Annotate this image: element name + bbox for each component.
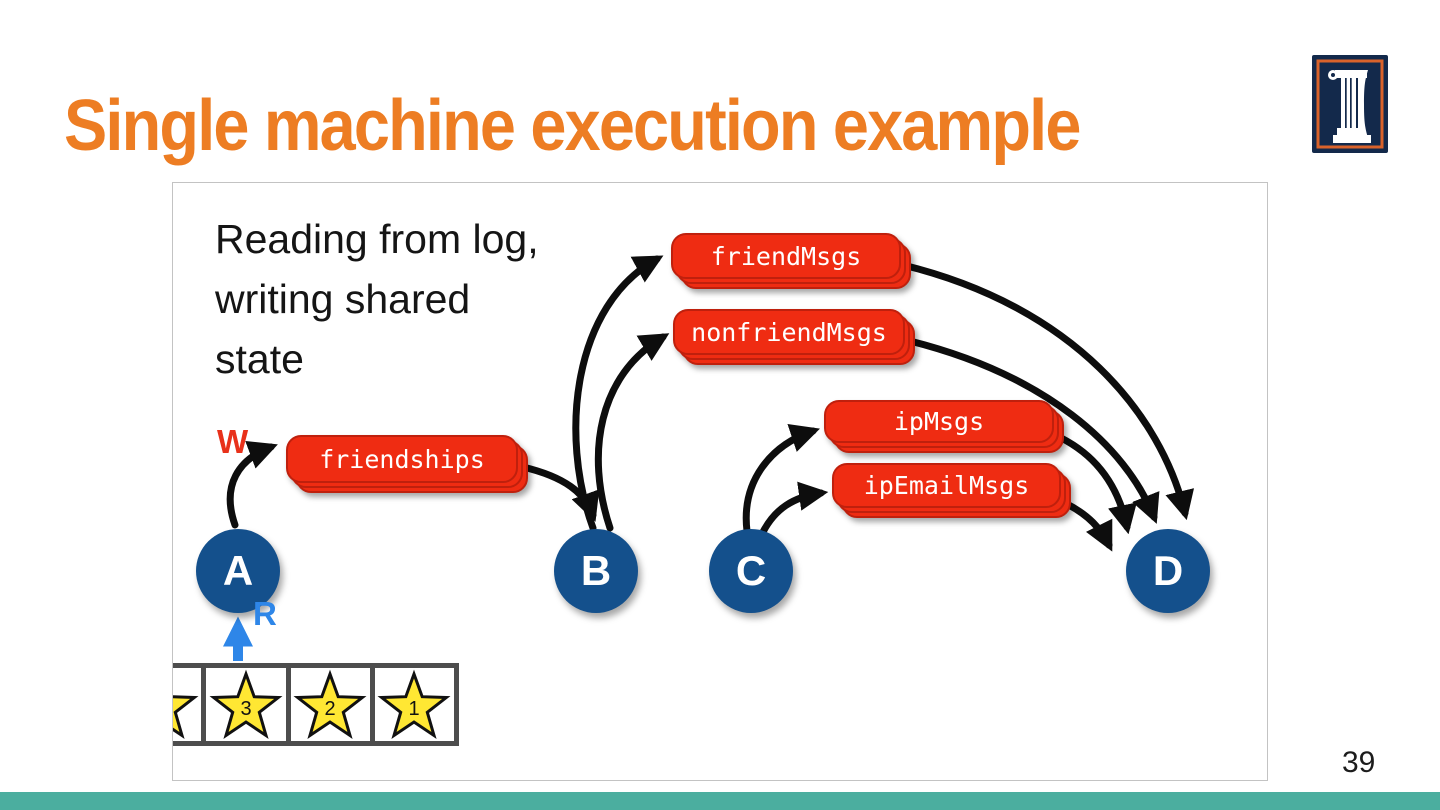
star-icon: 1 bbox=[377, 669, 451, 739]
star-icon: 3 bbox=[209, 669, 283, 739]
stream-box-nonfriendmsgs: nonfriendMsgs bbox=[673, 309, 915, 365]
star-number: 1 bbox=[409, 698, 420, 720]
write-label: W bbox=[217, 423, 249, 460]
log-cell: 2 bbox=[285, 668, 370, 741]
star-number: 3 bbox=[240, 698, 251, 720]
stream-box-ipmsgs: ipMsgs bbox=[824, 400, 1064, 453]
edge-b-to-friendmsgs bbox=[572, 255, 664, 532]
edge-ipemailmsgs-to-d bbox=[1061, 499, 1113, 552]
stream-box-friendmsgs: friendMsgs bbox=[671, 233, 911, 289]
slide-title: Single machine execution example bbox=[64, 86, 1081, 166]
caption-line: Reading from log, bbox=[215, 216, 539, 262]
edges-layer bbox=[223, 255, 1195, 661]
stream-box-ipemailmsgs: ipEmailMsgs bbox=[832, 463, 1071, 518]
stream-box-label: friendships bbox=[286, 435, 518, 483]
star-icon bbox=[173, 694, 199, 739]
node-a: A bbox=[196, 529, 280, 613]
star-number: 2 bbox=[325, 698, 336, 720]
university-logo-icon bbox=[1312, 55, 1388, 153]
stream-box-label: ipEmailMsgs bbox=[832, 463, 1061, 508]
event-log-row: 3 2 1 bbox=[173, 663, 459, 746]
star-icon: 2 bbox=[293, 669, 367, 739]
edge-c-to-ipmsgs bbox=[742, 424, 820, 535]
edge-friendmsgs-to-d bbox=[899, 261, 1195, 521]
edge-b-to-nonfriendmsgs bbox=[594, 333, 670, 532]
caption-line: writing shared bbox=[215, 276, 471, 322]
stream-box-friendships: friendships bbox=[286, 435, 528, 493]
read-label: R bbox=[253, 595, 277, 632]
footer-bar bbox=[0, 792, 1440, 810]
page-number: 39 bbox=[1342, 746, 1376, 779]
edge-ipmsgs-to-d bbox=[1051, 431, 1137, 535]
edge-a-to-friendships bbox=[226, 440, 278, 529]
node-d: D bbox=[1126, 529, 1210, 613]
log-cell: 3 bbox=[201, 668, 285, 741]
stream-box-label: friendMsgs bbox=[671, 233, 901, 279]
log-cell: 1 bbox=[369, 668, 454, 741]
stream-box-label: ipMsgs bbox=[824, 400, 1054, 443]
caption: Reading from log, writing shared state bbox=[215, 209, 539, 389]
stream-box-label: nonfriendMsgs bbox=[673, 309, 905, 355]
node-b: B bbox=[554, 529, 638, 613]
edge-c-to-ipemailmsgs bbox=[759, 481, 829, 536]
log-cell bbox=[173, 668, 201, 741]
diagram-canvas: Reading from log, writing shared state bbox=[172, 182, 1268, 781]
node-c: C bbox=[709, 529, 793, 613]
caption-line: state bbox=[215, 336, 304, 382]
edge-nonfriendmsgs-to-d bbox=[906, 337, 1160, 524]
